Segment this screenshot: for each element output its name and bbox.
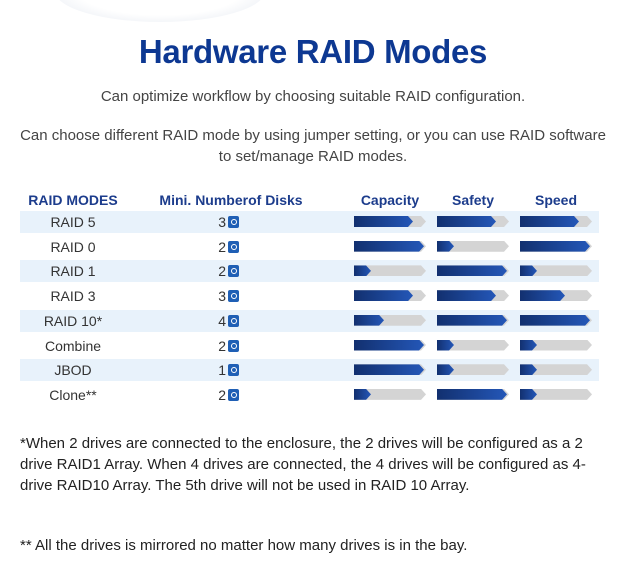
table-row: JBOD 1 xyxy=(20,359,599,382)
speed-bar-fill xyxy=(520,315,590,326)
capacity-bar xyxy=(354,315,426,326)
min-disks-value: 3 xyxy=(218,288,226,305)
speed-bar xyxy=(520,340,592,351)
min-disks-value: 2 xyxy=(218,386,226,403)
capacity-bar xyxy=(354,241,426,252)
raid-mode-label: Combine xyxy=(44,337,102,354)
capacity-bar-fill xyxy=(354,315,384,326)
speed-bar-fill xyxy=(520,340,537,351)
raid-mode-label: RAID 10* xyxy=(43,312,103,329)
raid-mode-label: RAID 0 xyxy=(50,238,96,255)
capacity-bar-fill xyxy=(354,241,424,252)
table-row: Clone** 2 xyxy=(20,384,599,406)
table-row: Combine 2 xyxy=(20,335,599,357)
table-row: RAID 5 3 xyxy=(20,211,599,233)
capacity-bar-fill xyxy=(354,364,424,375)
safety-bar xyxy=(437,340,509,351)
hard-disk-icon xyxy=(228,388,239,401)
raid-mode-label: Clone** xyxy=(49,386,97,403)
page-description: Can choose different RAID mode by using … xyxy=(20,127,606,165)
table-row: RAID 10* 4 xyxy=(20,309,599,332)
speed-bar-fill xyxy=(520,216,579,227)
hard-disk-icon xyxy=(228,290,239,303)
header-capacity: Capacity xyxy=(360,192,420,208)
min-disks-value: 2 xyxy=(218,337,226,354)
raid-mode-label: RAID 3 xyxy=(50,288,96,305)
capacity-bar-fill xyxy=(354,216,413,227)
safety-bar xyxy=(437,315,509,326)
capacity-bar xyxy=(354,216,426,227)
safety-bar xyxy=(437,290,509,301)
raid-mode-label: RAID 5 xyxy=(50,214,96,230)
speed-bar-fill xyxy=(520,241,590,252)
safety-bar xyxy=(437,265,509,276)
speed-bar xyxy=(520,241,592,252)
table-row: RAID 3 3 xyxy=(20,285,599,307)
speed-bar-fill xyxy=(520,265,537,276)
header-raid-modes: RAID MODES xyxy=(28,192,118,208)
raid-mode-label: JBOD xyxy=(54,362,92,379)
hard-disk-icon xyxy=(228,364,239,377)
speed-bar xyxy=(520,389,592,400)
speed-bar xyxy=(520,364,592,375)
safety-bar-fill xyxy=(437,364,454,375)
capacity-bar-fill xyxy=(354,389,371,400)
safety-bar-fill xyxy=(437,216,496,227)
speed-bar-fill xyxy=(520,389,537,400)
speed-bar-fill xyxy=(520,290,565,301)
table-row: RAID 1 2 xyxy=(20,260,599,283)
decorative-arc xyxy=(55,0,265,22)
page-subtitle: Can optimize workflow by choosing suitab… xyxy=(100,88,526,105)
min-disks-value: 2 xyxy=(218,263,226,280)
safety-bar xyxy=(437,216,509,227)
safety-bar-fill xyxy=(437,389,507,400)
capacity-bar xyxy=(354,389,426,400)
safety-bar xyxy=(437,364,509,375)
speed-bar xyxy=(520,290,592,301)
capacity-bar xyxy=(354,364,426,375)
safety-bar xyxy=(437,389,509,400)
min-disks-value: 1 xyxy=(218,362,226,379)
header-min-disks: Mini. Numberof Disks xyxy=(159,192,303,208)
hard-disk-icon xyxy=(228,314,239,327)
safety-bar-fill xyxy=(437,265,507,276)
header-speed: Speed xyxy=(534,192,577,208)
speed-bar xyxy=(520,216,592,227)
min-disks-value: 2 xyxy=(218,238,226,255)
header-safety: Safety xyxy=(451,192,495,208)
hard-disk-icon xyxy=(228,339,239,352)
page-title: Hardware RAID Modes xyxy=(138,33,488,70)
safety-bar-fill xyxy=(437,290,496,301)
footnote-raid10: *When 2 drives are connected to the encl… xyxy=(20,435,586,494)
min-disks-value: 4 xyxy=(218,312,226,329)
table-row: RAID 0 2 xyxy=(20,236,599,258)
capacity-bar xyxy=(354,265,426,276)
safety-bar-fill xyxy=(437,340,454,351)
footnote-clone: ** All the drives is mirrored no matter … xyxy=(20,537,468,554)
speed-bar xyxy=(520,265,592,276)
speed-bar-fill xyxy=(520,364,537,375)
hard-disk-icon xyxy=(228,265,239,278)
capacity-bar xyxy=(354,340,426,351)
capacity-bar-fill xyxy=(354,340,424,351)
capacity-bar-fill xyxy=(354,290,413,301)
safety-bar-fill xyxy=(437,315,507,326)
min-disks-value: 3 xyxy=(218,214,226,230)
capacity-bar-fill xyxy=(354,265,371,276)
raid-mode-label: RAID 1 xyxy=(50,263,96,280)
capacity-bar xyxy=(354,290,426,301)
hard-disk-icon xyxy=(228,216,239,228)
speed-bar xyxy=(520,315,592,326)
safety-bar xyxy=(437,241,509,252)
safety-bar-fill xyxy=(437,241,454,252)
hard-disk-icon xyxy=(228,240,239,253)
